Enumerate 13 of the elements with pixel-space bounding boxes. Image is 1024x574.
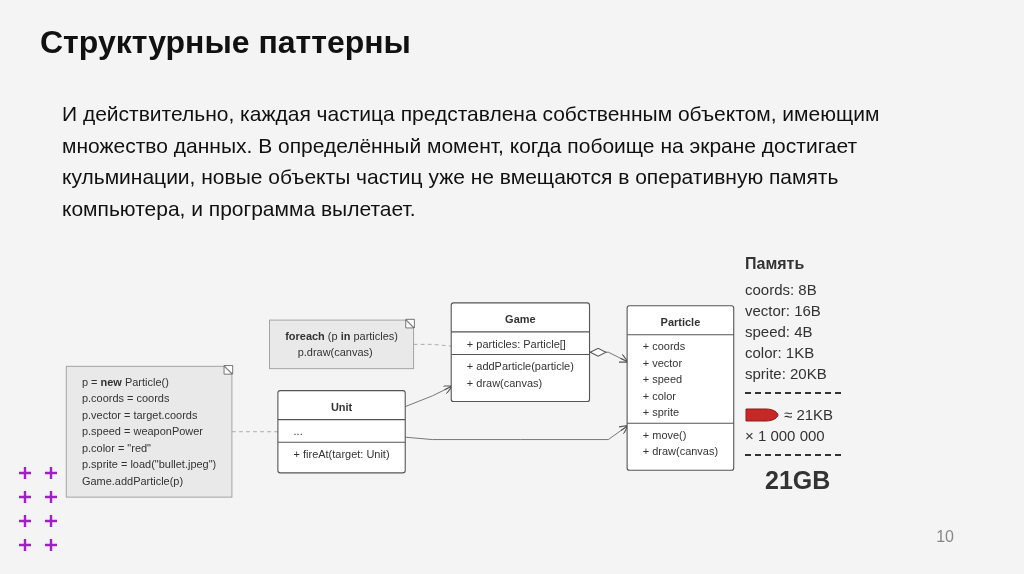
field-size-text: sprite: 20KB: [745, 364, 827, 384]
connector: [413, 344, 452, 347]
field-size-text: coords: 8B: [745, 280, 817, 300]
total-size: 21GB: [765, 466, 831, 495]
multiplier-text: × 1 000 000: [745, 426, 825, 446]
field-size-text: vector: 16B: [745, 301, 821, 321]
slide-title: Структурные паттерны: [40, 24, 411, 61]
body-paragraph: И действительно, каждая частица представлена собственным объектом, имеющим множество данных. В определённый момент, когда побоище на экране достигает кульминации, новые объекты частиц уже не вмещаются в оперативную память компьютера, и программа вылетает.: [62, 101, 881, 222]
memory-heading: Память: [745, 255, 805, 273]
page-number: 10: [936, 528, 954, 546]
field-size-text: color: 1KB: [745, 343, 815, 363]
field-size-text: speed: 4B: [745, 322, 813, 342]
size-estimate: ≈ 21KB: [784, 405, 834, 425]
